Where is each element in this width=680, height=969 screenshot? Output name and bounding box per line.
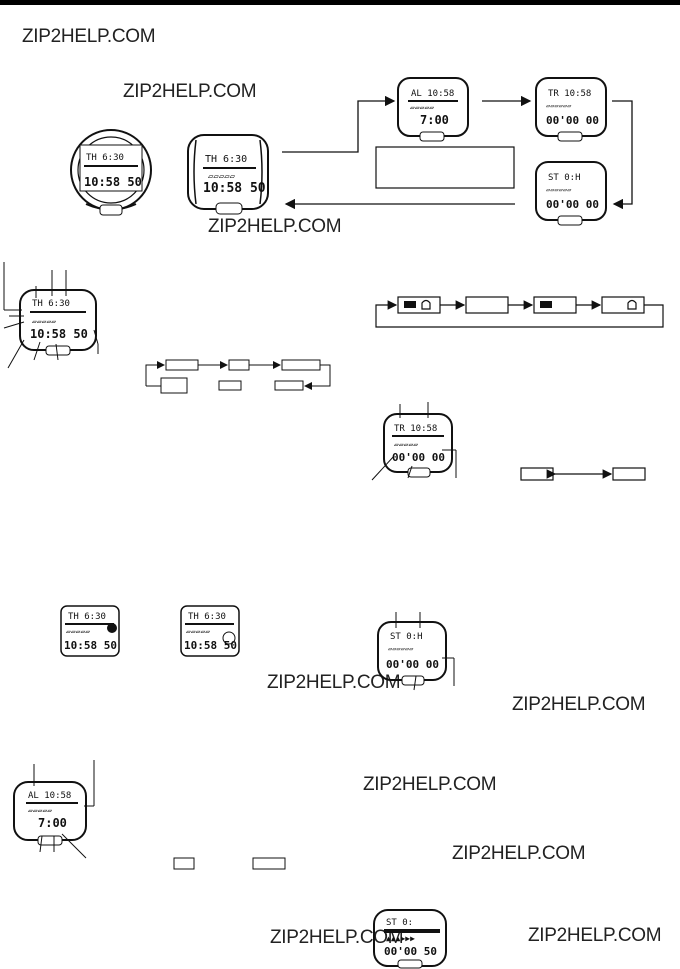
watch-timer-detail-icon: TR 10:58 ▱▱▱▱▱ 00'00 00 bbox=[383, 413, 453, 478]
lcd-bottom: 00'00 50 bbox=[384, 945, 437, 958]
lcd-bottom: 00'00 00 bbox=[546, 114, 599, 127]
lcd-top: ST 0:H bbox=[548, 173, 581, 183]
label-boxes bbox=[173, 857, 286, 870]
watch-stopwatch-icon: ST 0:H ▱▱▱▱▱▱ 00'00 00 bbox=[535, 161, 607, 226]
alarm-cycle-diagram bbox=[375, 296, 664, 328]
watch-alarm-detail-icon: AL 10:58 ▱▱▱▱▱ 7:00 bbox=[13, 781, 87, 846]
watch-round-icon: TH 6:30 10:58 50 bbox=[70, 129, 152, 216]
svg-text:▲▲▲▶▶▶: ▲▲▲▶▶▶ bbox=[386, 934, 415, 943]
watch-split-icon: ST 0: ▲▲▲▶▶▶ 00'00 50 bbox=[373, 909, 447, 969]
lcd-bottom: 10:58 50 bbox=[30, 327, 88, 341]
lcd-bottom: 00'00 00 bbox=[386, 658, 439, 671]
svg-text:▱▱▱▱▱▱: ▱▱▱▱▱▱ bbox=[388, 645, 414, 653]
watermark-text: ZIP2HELP.COM bbox=[267, 672, 401, 693]
lcd-bottom: 10:58 50 bbox=[203, 181, 266, 196]
lcd-top: TH 6:30 bbox=[86, 153, 124, 163]
watermark-text: ZIP2HELP.COM bbox=[512, 694, 646, 715]
svg-text:▱▱▱▱▱: ▱▱▱▱▱ bbox=[394, 440, 418, 449]
callout-lines bbox=[3, 262, 99, 369]
watch-alarm-icon: AL 10:58 ▱▱▱▱▱ 7:00 bbox=[397, 77, 469, 142]
svg-text:▱▱▱▱▱: ▱▱▱▱▱ bbox=[66, 627, 90, 636]
lcd-top: AL 10:58 bbox=[411, 89, 454, 99]
watermark-text: ZIP2HELP.COM bbox=[270, 927, 404, 948]
flow-arrow bbox=[282, 95, 396, 153]
callout-lines bbox=[33, 760, 95, 859]
lcd-bottom: 7:00 bbox=[38, 816, 67, 830]
signal-icon bbox=[404, 301, 552, 308]
svg-text:▱▱▱▱▱: ▱▱▱▱▱ bbox=[32, 317, 56, 326]
lcd-bottom: 00'00 00 bbox=[546, 198, 599, 211]
watch-small-a-icon: TH 6:30 ▱▱▱▱▱ 10:58 50 bbox=[60, 605, 120, 657]
svg-text:▱▱▱▱▱: ▱▱▱▱▱ bbox=[186, 627, 210, 636]
lcd-top: ST 0:H bbox=[390, 632, 423, 642]
svg-text:▱▱▱▱▱: ▱▱▱▱▱ bbox=[28, 806, 52, 815]
lcd-bottom: 10:58 50 bbox=[64, 639, 117, 652]
blank-label-box bbox=[375, 146, 515, 189]
watch-square-icon: TH 6:30 ▱▱▱▱▱ 10:58 50 bbox=[187, 134, 269, 215]
lcd-top: TR 10:58 bbox=[394, 424, 437, 434]
lcd-top: TH 6:30 bbox=[205, 154, 247, 165]
watch-timer-icon: TR 10:58 ▱▱▱▱▱▱ 00'00 00 bbox=[535, 77, 607, 142]
lcd-bottom: 10:58 50 bbox=[84, 175, 142, 189]
flow-arrow bbox=[612, 100, 633, 210]
lcd-top: TH 6:30 bbox=[188, 612, 226, 622]
svg-text:▱▱▱▱▱▱: ▱▱▱▱▱▱ bbox=[546, 102, 572, 110]
lcd-top: TR 10:58 bbox=[548, 89, 591, 99]
bell-icon bbox=[421, 299, 637, 310]
small-flow-diagram bbox=[145, 359, 331, 394]
lcd-top: AL 10:58 bbox=[28, 791, 71, 801]
toggle-diagram bbox=[520, 467, 646, 481]
callout-lines bbox=[371, 402, 457, 481]
watermark-text: ZIP2HELP.COM bbox=[22, 26, 156, 47]
watermark-text: ZIP2HELP.COM bbox=[208, 216, 342, 237]
watch-stopwatch-detail-icon: ST 0:H ▱▱▱▱▱▱ 00'00 00 bbox=[377, 621, 447, 686]
watch-parts-icon: TH 6:30 ▱▱▱▱▱ 10:58 50 bbox=[19, 289, 97, 356]
lcd-bottom: 7:00 bbox=[420, 113, 449, 127]
callout-lines bbox=[395, 612, 455, 691]
svg-text:▱▱▱▱▱: ▱▱▱▱▱ bbox=[410, 103, 434, 112]
watermark-text: ZIP2HELP.COM bbox=[528, 925, 662, 946]
lcd-bottom: 10:58 50 bbox=[184, 639, 237, 652]
lcd-bottom: 00'00 00 bbox=[392, 451, 445, 464]
lcd-top: ST 0: bbox=[386, 918, 413, 928]
watermark-text: ZIP2HELP.COM bbox=[363, 774, 497, 795]
watermark-text: ZIP2HELP.COM bbox=[452, 843, 586, 864]
watch-small-b-icon: TH 6:30 ▱▱▱▱▱ 10:58 50 bbox=[180, 605, 240, 657]
top-rule bbox=[0, 0, 680, 5]
lcd-top: TH 6:30 bbox=[68, 612, 106, 622]
lcd-top: TH 6:30 bbox=[32, 299, 70, 309]
svg-text:▱▱▱▱▱▱: ▱▱▱▱▱▱ bbox=[546, 186, 572, 194]
svg-text:▱▱▱▱▱: ▱▱▱▱▱ bbox=[208, 172, 236, 182]
watermark-text: ZIP2HELP.COM bbox=[123, 81, 257, 102]
